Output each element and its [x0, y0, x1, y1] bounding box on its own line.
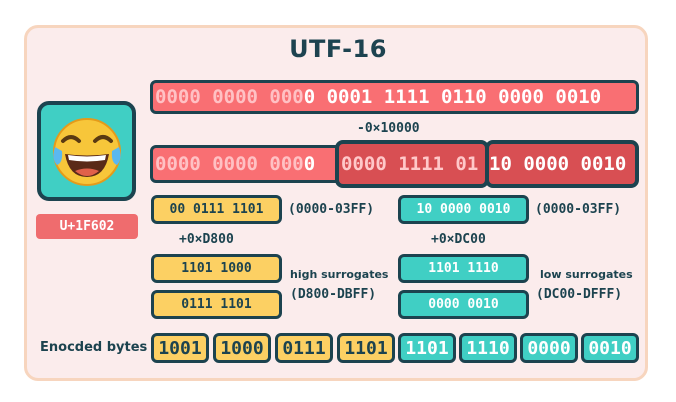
encoded-nibble-8: 0010: [581, 333, 639, 363]
diagram-title: UTF-16: [289, 35, 387, 63]
add-low-label: +0×DC00: [431, 232, 486, 247]
encoded-nibble-1: 1001: [151, 333, 209, 363]
low-ten-bits-box: 10 0000 0010: [398, 195, 529, 224]
encoded-bytes-label: Enocded bytes: [40, 340, 148, 355]
face-with-tears-of-joy-icon: [52, 118, 121, 186]
encoded-nibble-2: 1000: [213, 333, 271, 363]
low-surrogate-byte-2: 0000 0010: [398, 290, 529, 319]
code-point-bits-value: 0 0001 1111 0110 0000 0010: [303, 86, 602, 108]
add-high-label: +0×D800: [179, 232, 234, 247]
subtract-label: -0×10000: [357, 121, 420, 136]
low-range-label: (0000-03FF): [535, 202, 622, 217]
low-surrogates-range: (DC00-DFFF): [536, 287, 623, 302]
encoded-nibble-6: 1110: [459, 333, 517, 363]
high-surrogate-byte-1: 1101 1000: [151, 254, 282, 283]
code-point-bits-leading: 0000 0000 000: [155, 86, 304, 108]
emoji-tile: [37, 101, 136, 201]
code-point-label: U+1F602: [36, 214, 138, 239]
high-bits-group: [335, 140, 489, 188]
low-bits-group: [485, 140, 639, 188]
low-ten-bits-value: 10 0000 0010: [489, 153, 627, 175]
encoded-nibble-3: 0111: [275, 333, 333, 363]
shifted-bits-leading: 0000 0000 000: [155, 153, 304, 175]
high-surrogates-label: high surrogates: [290, 268, 389, 281]
high-surrogates-range: (D800-DBFF): [290, 287, 377, 302]
high-ten-bits-text: 0000 1111 01: [341, 153, 479, 175]
encoded-nibble-4: 1101: [337, 333, 395, 363]
low-surrogates-label: low surrogates: [540, 268, 633, 281]
low-ten-bits-text: 10 0000 0010: [489, 145, 626, 183]
encoded-nibble-5: 1101: [398, 333, 456, 363]
high-range-label: (0000-03FF): [288, 202, 375, 217]
low-surrogate-byte-1: 1101 1110: [398, 254, 529, 283]
high-ten-bits-box: 00 0111 1101: [151, 195, 282, 224]
encoded-nibble-7: 0000: [520, 333, 578, 363]
shifted-bits-zero: 0: [303, 153, 316, 175]
high-surrogate-byte-2: 0111 1101: [151, 290, 282, 319]
